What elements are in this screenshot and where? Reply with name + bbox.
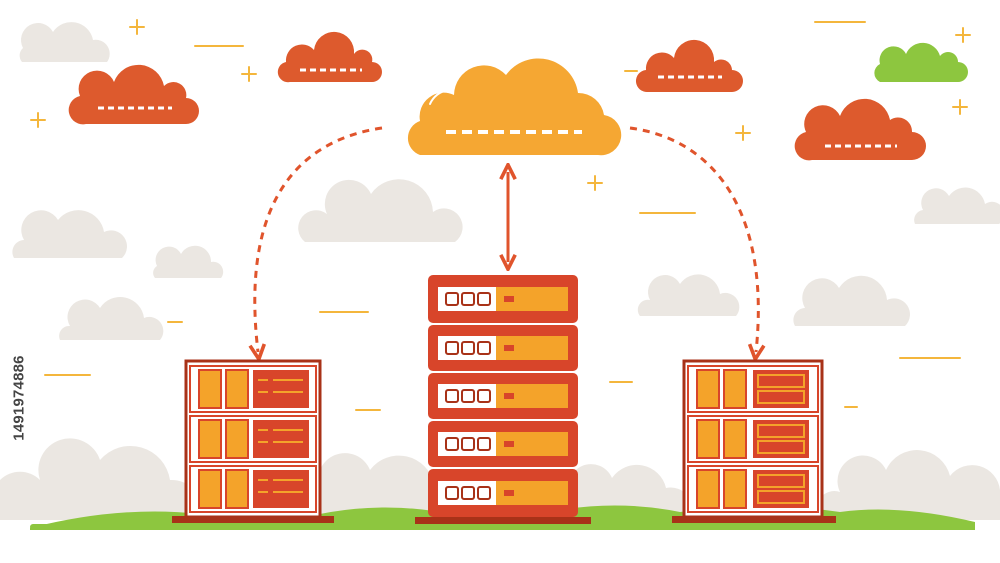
sparkle-icon [587,175,603,191]
server-unit [189,365,317,413]
cloud-icon [12,210,127,258]
cloud-icon [914,187,1000,224]
server-unit [687,415,819,463]
cloud-icon [816,450,1000,520]
cloud-icon [298,179,463,242]
sparkle-icon [241,66,257,82]
server-unit [189,415,317,463]
stock-image-id: 1491974886 [4,318,34,478]
server-unit [428,325,578,371]
server-unit [687,365,819,413]
server-rack-left [184,359,322,519]
server-unit [428,469,578,517]
cloud-green [874,42,968,82]
sparkle-icon [952,99,968,115]
cloud-icon [637,274,740,316]
cloud-icon [793,275,910,326]
decorations [30,19,971,411]
sparkle-icon [30,112,46,128]
cloud-icon [407,58,622,156]
arrow-icon [629,126,758,352]
stock-image-id-text: 1491974886 [10,355,28,441]
cloud-icon [277,31,382,83]
server-tower-center [428,275,578,517]
cloud-icon [291,453,464,520]
server-rack-right [682,359,824,519]
cloud-icon [68,64,199,125]
sparkle-icon [735,125,751,141]
cloud-icon [635,39,743,93]
cloud-icon [153,245,224,278]
cloud-icon [557,464,693,520]
cloud-red-right-top [635,39,743,93]
sparkle-icon [129,19,145,35]
server-unit [428,373,578,419]
server-unit [428,275,578,323]
cloud-red-left [68,64,199,125]
server-unit [189,465,317,513]
cloud-red-right [794,98,926,161]
accent-clouds [68,31,968,161]
cloud-icon [59,296,164,340]
sparkle-icon [955,27,971,43]
server-unit [687,465,819,513]
cloud-icon [874,42,968,82]
cloud-icon [794,98,926,161]
cloud-red-top [277,31,382,83]
cloud-icon [19,22,110,62]
server-unit [428,421,578,467]
background-clouds [0,22,1000,520]
main-cloud [407,58,622,156]
connections [255,126,759,352]
cloud-icon [0,438,202,520]
arrow-icon [255,126,383,352]
